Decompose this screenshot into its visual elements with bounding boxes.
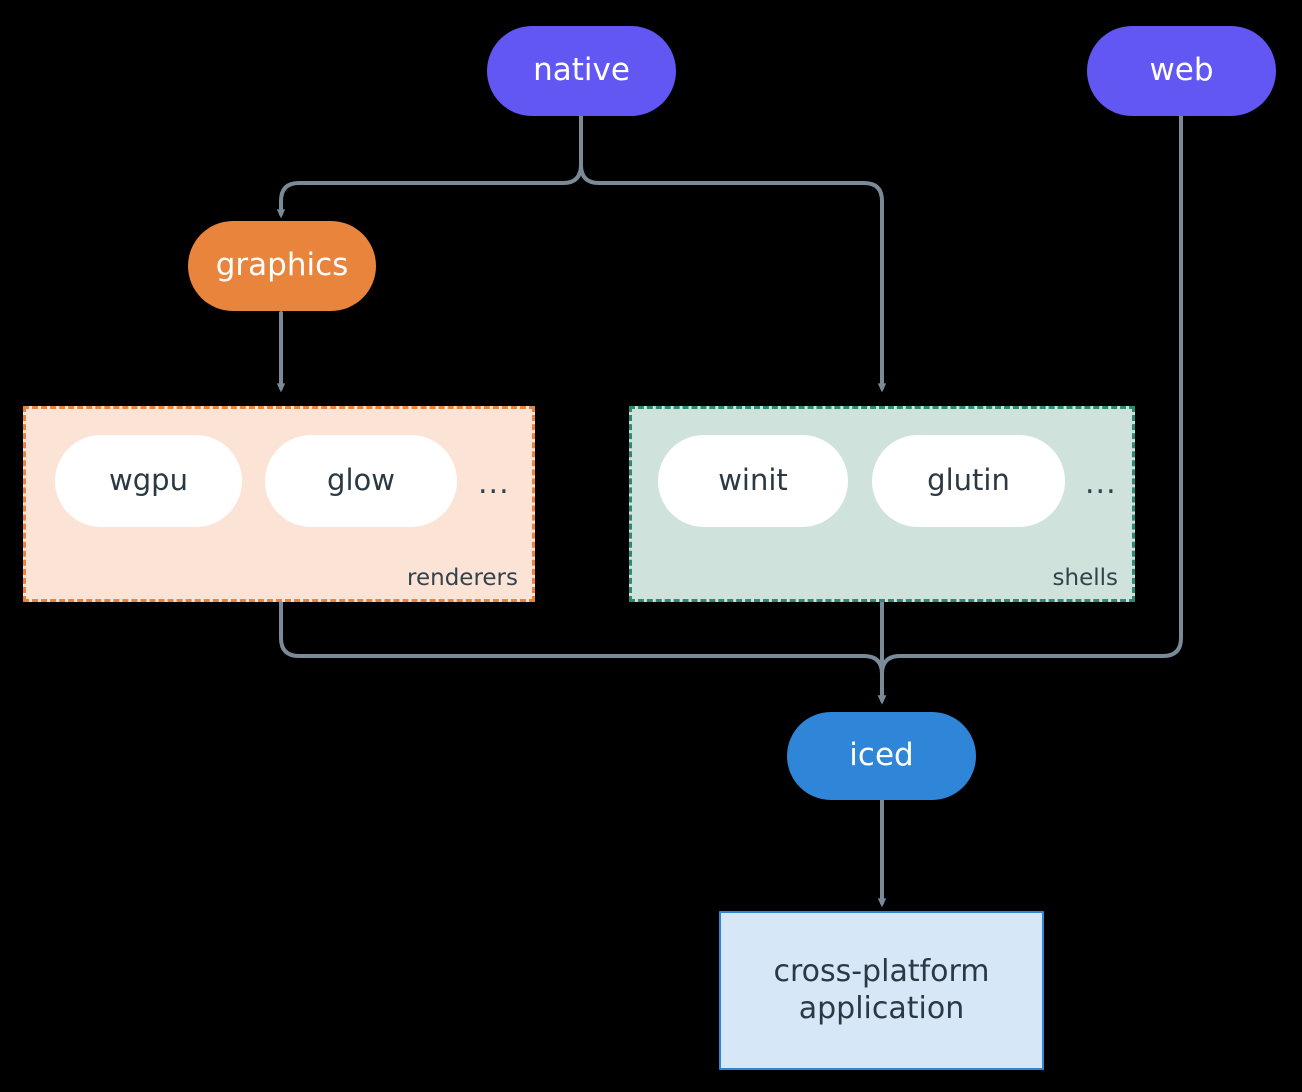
cluster-renderers-label: renderers	[407, 565, 518, 591]
application-label-line2: application	[798, 990, 965, 1026]
node-winit[interactable]: winit	[658, 435, 848, 527]
cluster-renderers: wgpu glow ... renderers	[23, 406, 535, 602]
edge-native-graphics	[276, 113, 583, 219]
node-cross-platform-application[interactable]: cross-platform application	[719, 911, 1044, 1070]
node-iced[interactable]: iced	[787, 712, 976, 800]
node-wgpu[interactable]: wgpu	[55, 435, 242, 527]
edge-native-shells	[579, 113, 887, 393]
cluster-shells-label: shells	[1052, 565, 1118, 591]
node-graphics-label: graphics	[215, 247, 349, 284]
node-wgpu-label: wgpu	[109, 463, 188, 498]
node-glow-label: glow	[327, 463, 395, 498]
node-glutin-label: glutin	[927, 463, 1010, 498]
node-web[interactable]: web	[1087, 26, 1276, 116]
node-winit-label: winit	[718, 463, 788, 498]
node-glutin[interactable]: glutin	[872, 435, 1065, 527]
node-native[interactable]: native	[487, 26, 676, 116]
node-graphics[interactable]: graphics	[188, 221, 376, 311]
shells-ellipsis: ...	[1085, 466, 1117, 501]
node-native-label: native	[533, 52, 630, 89]
cluster-shells: winit glutin ... shells	[629, 406, 1135, 602]
edge-renderers-iced	[279, 600, 887, 705]
renderers-ellipsis: ...	[478, 466, 510, 501]
node-web-label: web	[1149, 52, 1214, 89]
node-iced-label: iced	[849, 737, 914, 774]
application-label-line1: cross-platform	[773, 953, 990, 989]
node-glow[interactable]: glow	[265, 435, 457, 527]
